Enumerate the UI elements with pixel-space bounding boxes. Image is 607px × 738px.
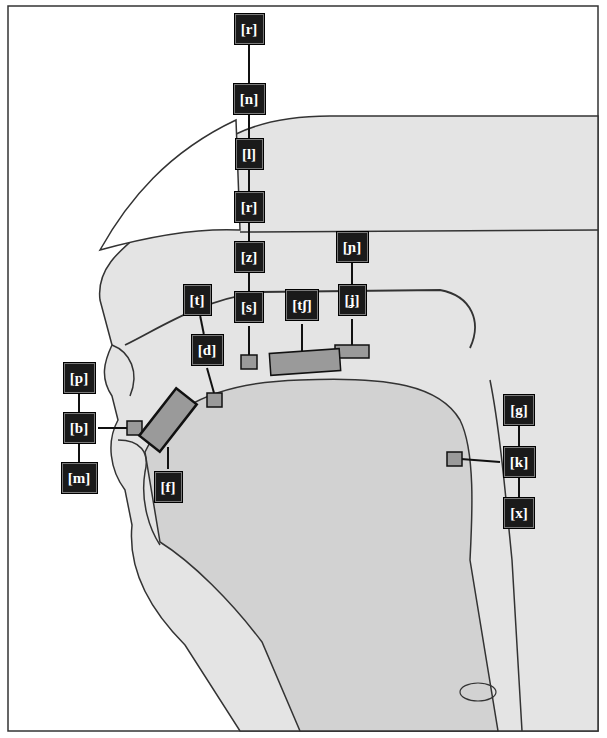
- connector-line: [351, 263, 353, 284]
- phoneme-label: [l]: [242, 147, 256, 162]
- palatal-bar-marker: [269, 349, 340, 376]
- tongue: [145, 379, 498, 731]
- phoneme-label: [ʝ]: [345, 293, 360, 308]
- phoneme-box: [m]: [61, 462, 98, 494]
- phoneme-box: [z]: [234, 241, 265, 273]
- phoneme-label: [z]: [241, 250, 258, 265]
- phoneme-box: [s]: [234, 291, 264, 323]
- phoneme-box: [x]: [503, 497, 535, 529]
- palate-line: [125, 290, 475, 348]
- leader-line: [301, 324, 303, 351]
- phoneme-label: [d]: [198, 343, 216, 358]
- larynx-ring: [460, 683, 496, 701]
- dental-marker: [207, 393, 222, 407]
- leader-line: [248, 326, 250, 355]
- connector-line: [248, 45, 250, 83]
- leader-line: [461, 459, 500, 462]
- leader-line: [98, 427, 127, 429]
- phoneme-label: [r]: [241, 22, 258, 37]
- phoneme-box: [n]: [233, 83, 266, 115]
- phoneme-box: [k]: [503, 446, 536, 478]
- articulation-markers: [127, 345, 462, 466]
- phoneme-box: [r]: [234, 191, 265, 223]
- pharynx-wall: [490, 380, 522, 731]
- alveolar-marker: [241, 355, 257, 369]
- phoneme-label: [p]: [70, 371, 88, 386]
- bilabial-marker: [127, 421, 142, 435]
- upper-lip: [112, 345, 134, 396]
- leader-line: [207, 368, 214, 393]
- connector-line: [200, 316, 204, 334]
- phoneme-box: [r]: [234, 13, 265, 45]
- connector-line: [78, 444, 80, 462]
- labiodental-marker: [139, 388, 196, 451]
- leader-lines: [98, 319, 500, 469]
- phoneme-label: [m]: [68, 471, 91, 486]
- connector-line: [248, 223, 250, 241]
- frame: [8, 6, 598, 731]
- phoneme-box: [g]: [503, 394, 535, 426]
- phoneme-label: [k]: [510, 455, 528, 470]
- nasal-cavity-line: [240, 230, 598, 232]
- phoneme-label: [f]: [161, 480, 176, 495]
- phoneme-box: [p]: [63, 362, 96, 394]
- nose-outline: [100, 120, 240, 250]
- phoneme-box: [f]: [154, 471, 183, 503]
- phoneme-box: [ɲ]: [336, 231, 369, 263]
- leader-line: [167, 447, 169, 469]
- phoneme-label: [t]: [190, 293, 205, 308]
- velar-marker: [447, 452, 462, 466]
- phoneme-label: [s]: [241, 300, 257, 315]
- leader-line: [351, 319, 353, 345]
- connector-line: [248, 115, 250, 138]
- head-outline: [100, 116, 598, 731]
- connector-line: [518, 426, 520, 446]
- phoneme-box: [d]: [191, 334, 224, 366]
- connector-line: [518, 478, 520, 497]
- phoneme-label: [tʃ]: [292, 298, 312, 313]
- phoneme-label: [x]: [510, 506, 528, 521]
- phoneme-box: [ʝ]: [338, 284, 367, 316]
- phoneme-box: [l]: [235, 138, 264, 170]
- phoneme-label: [b]: [70, 421, 88, 436]
- connector-line: [248, 273, 250, 291]
- phoneme-label: [g]: [510, 403, 528, 418]
- phoneme-label: [ɲ]: [343, 240, 361, 255]
- connector-line: [78, 394, 80, 412]
- phoneme-box: [tʃ]: [285, 289, 319, 321]
- connector-line: [248, 170, 250, 191]
- phoneme-label: [r]: [241, 200, 258, 215]
- phoneme-box: [b]: [63, 412, 96, 444]
- phoneme-box: [t]: [183, 284, 212, 316]
- phoneme-label: [n]: [240, 92, 258, 107]
